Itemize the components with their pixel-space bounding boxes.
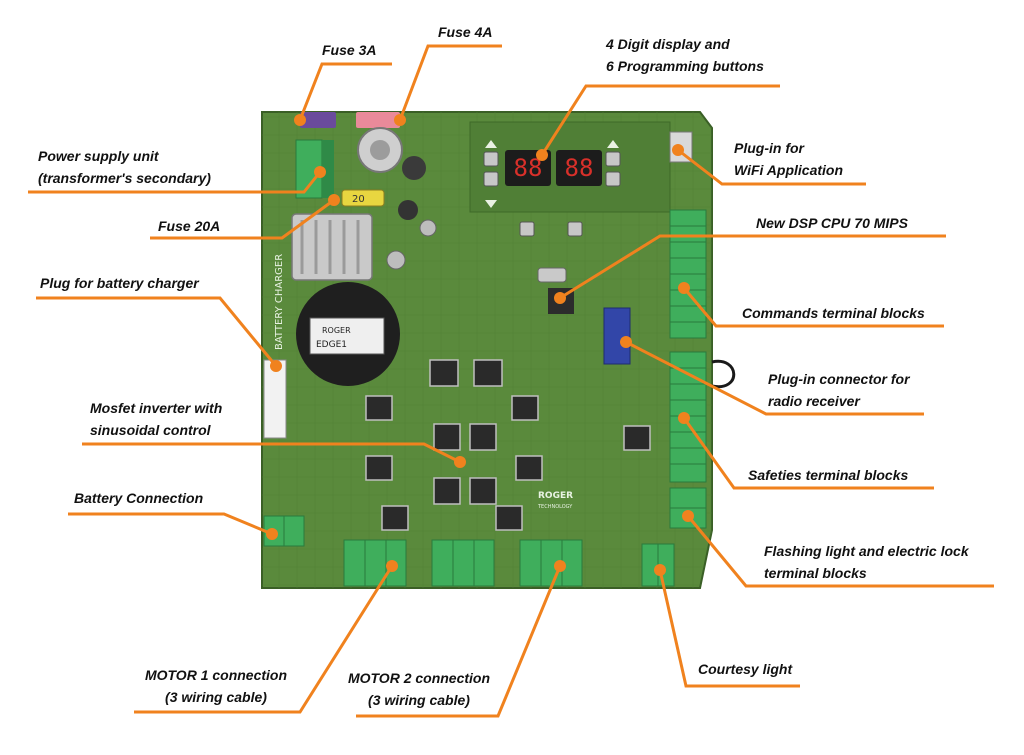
label-motor1-line1: MOTOR 1 connection	[144, 667, 288, 683]
fuse-3a	[300, 112, 336, 128]
module-label-print: EDGE1	[316, 340, 347, 350]
module-brand-print: ROGER	[322, 326, 351, 335]
label-wifi-line2: WiFi Application	[734, 162, 844, 178]
label-fuse-4a: Fuse 4A	[438, 24, 493, 40]
label-display-line2: 6 Programming buttons	[606, 58, 764, 74]
heatsink	[291, 213, 373, 281]
callout-leaders	[28, 44, 994, 718]
label-power-line2: (transformer's secondary)	[38, 170, 211, 186]
motor2-terminal	[431, 539, 495, 587]
label-commands: Commands terminal blocks	[742, 305, 925, 321]
fuse-20a	[341, 189, 385, 207]
motor3-terminal	[519, 539, 583, 587]
label-fuse-20a: Fuse 20A	[158, 218, 221, 234]
radio-receiver-connector	[603, 307, 631, 365]
label-mosfet-line2: sinusoidal control	[90, 422, 211, 438]
commands-terminal-blocks	[669, 209, 707, 339]
brand-sub-print: TECHNOLOGY	[537, 504, 573, 510]
brand-print: ROGER	[538, 491, 573, 501]
label-flashing-line1: Flashing light and electric lock	[764, 543, 969, 559]
pcb-board: 88 88	[261, 111, 736, 589]
label-flashing-line2: terminal blocks	[764, 565, 867, 581]
label-motor2-line1: MOTOR 2 connection	[347, 670, 491, 686]
label-motor2-line2: (3 wiring cable)	[368, 692, 470, 708]
programming-buttons	[483, 151, 621, 237]
label-dsp-cpu: New DSP CPU 70 MIPS	[756, 215, 908, 231]
battery-charger-connector	[263, 359, 287, 439]
seven-segment-display-right	[556, 150, 602, 186]
battery-charger-print: BATTERY CHARGER	[274, 254, 285, 350]
fuse-4a	[356, 112, 400, 128]
svg-text:88: 88	[565, 154, 594, 182]
label-battery-connection: Battery Connection	[74, 490, 204, 506]
label-safeties: Safeties terminal blocks	[748, 467, 909, 483]
label-wifi-line1: Plug-in for	[734, 140, 804, 156]
label-motor1-line2: (3 wiring cable)	[165, 689, 267, 705]
label-radio-line2: radio receiver	[768, 393, 860, 409]
label-mosfet-line1: Mosfet inverter with	[90, 400, 223, 416]
label-display-line1: 4 Digit display and	[606, 36, 730, 52]
callout-dots	[266, 114, 694, 576]
label-courtesy-light: Courtesy light	[698, 661, 793, 677]
mosfet-inverter	[365, 359, 651, 531]
label-fuse-3a: Fuse 3A	[322, 42, 377, 58]
label-radio-line1: Plug-in connector for	[768, 371, 910, 387]
label-plug-battery: Plug for battery charger	[40, 275, 199, 291]
label-power-line1: Power supply unit	[38, 148, 159, 164]
fuse-20-print: 20	[352, 194, 365, 205]
